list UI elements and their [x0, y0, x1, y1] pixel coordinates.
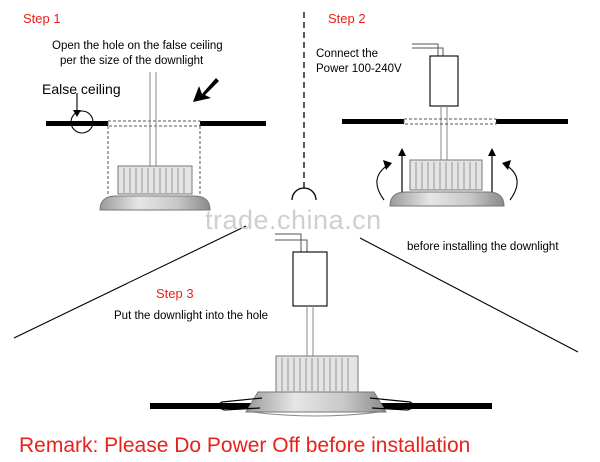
ceiling-label: Ealse ceiling — [42, 81, 121, 97]
step2-figure — [342, 43, 568, 207]
remark-text: Remark: Please Do Power Off before insta… — [19, 434, 471, 457]
step2-connect-line1: Connect the — [316, 48, 379, 60]
step2-note: before installing the downlight — [407, 241, 559, 253]
watermark: trade.china.cn — [205, 205, 382, 235]
step3-title: Step 3 — [156, 286, 194, 301]
step3-figure — [150, 233, 492, 417]
step2-connect-line2: Power 100-240V — [316, 63, 402, 75]
perspective-line-left — [13, 225, 247, 339]
step1-instruction-line2: per the size of the downlight — [60, 55, 204, 67]
center-hook — [291, 187, 317, 201]
step1-instruction-line1: Open the hole on the false ceiling — [52, 40, 223, 52]
step3-instruction: Put the downlight into the hole — [114, 310, 269, 322]
step1-title: Step 1 — [23, 11, 61, 26]
pointer-arrow-icon — [193, 78, 219, 102]
step2-title: Step 2 — [328, 11, 366, 26]
step1-figure — [46, 72, 266, 211]
perspective-line-right — [359, 237, 579, 353]
